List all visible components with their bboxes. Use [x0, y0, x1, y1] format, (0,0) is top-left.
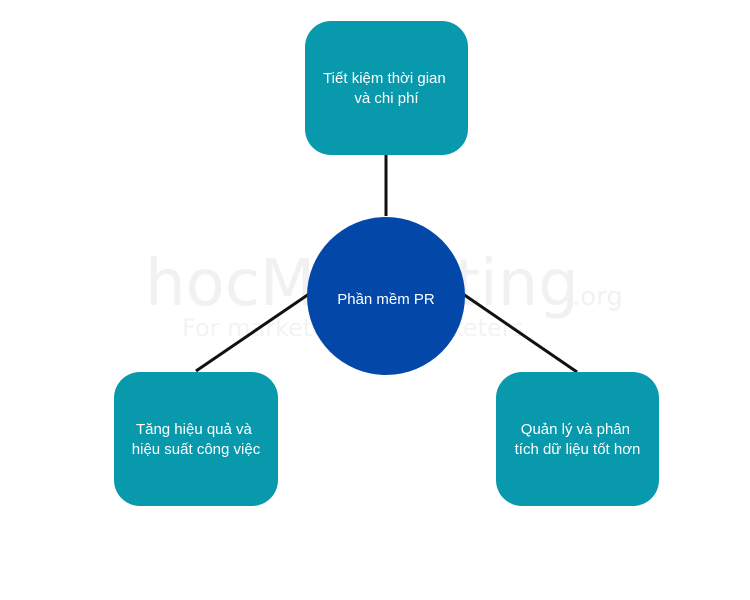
node-right-box [496, 372, 659, 506]
node-left-box [114, 372, 278, 506]
connector-left [195, 292, 310, 373]
node-top-label: Tiết kiệm thời gian và chi phí [323, 70, 450, 107]
node-left-label: Tăng hiệu quả và hiệu suất công việc [132, 421, 261, 458]
node-right-line1: Quản lý và phân [521, 421, 630, 438]
node-left: Tăng hiệu quả và hiệu suất công việc [114, 372, 278, 506]
node-top-line1: Tiết kiệm thời gian [323, 70, 446, 87]
hub-circle [307, 217, 465, 375]
node-right-label: Quản lý và phân tích dữ liệu tốt hơn [515, 421, 641, 458]
node-right-line2: tích dữ liệu tốt hơn [515, 441, 641, 458]
node-right: Quản lý và phân tích dữ liệu tốt hơn [496, 372, 659, 506]
node-left-line2: hiệu suất công việc [132, 441, 261, 458]
hub-label: Phần mềm PR [337, 291, 435, 308]
connector-right [462, 292, 578, 374]
hub: Phần mềm PR [307, 217, 465, 375]
watermark-org-text: .org [572, 282, 623, 312]
node-top: Tiết kiệm thời gian và chi phí [305, 21, 468, 155]
node-left-line1: Tăng hiệu quả và [136, 421, 253, 438]
node-top-line2: và chi phí [354, 90, 419, 107]
node-top-box [305, 21, 468, 155]
